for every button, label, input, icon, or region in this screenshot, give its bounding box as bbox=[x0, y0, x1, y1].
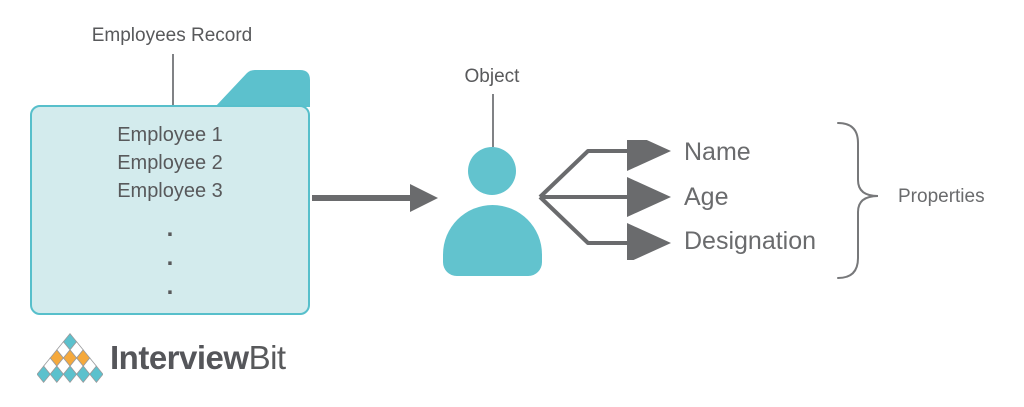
folder-item-list: Employee 1 Employee 2 Employee 3 bbox=[30, 121, 310, 205]
folder-item: Employee 1 bbox=[117, 124, 223, 146]
folder-label: Employees Record bbox=[91, 25, 253, 46]
logo-text-bit: Bit bbox=[248, 339, 287, 376]
object-label-connector-line bbox=[492, 94, 494, 147]
interviewbit-logo-text: InterviewBit bbox=[110, 339, 286, 377]
fanout-arrows-icon bbox=[533, 131, 683, 265]
interviewbit-logo-icon bbox=[36, 332, 104, 388]
property-label-age: Age bbox=[684, 183, 729, 211]
object-label: Object bbox=[464, 66, 520, 87]
folder-label-connector-line bbox=[172, 54, 174, 107]
folder-item: Employee 2 bbox=[117, 152, 223, 174]
folder-item: Employee 3 bbox=[117, 180, 223, 202]
ellipsis-dot: . bbox=[166, 215, 174, 242]
person-icon bbox=[443, 205, 542, 276]
logo-text-interview: Interview bbox=[110, 339, 249, 376]
ellipsis-dot: . bbox=[166, 273, 174, 300]
curly-brace-icon bbox=[830, 116, 892, 291]
ellipsis-dot: . bbox=[166, 244, 174, 271]
properties-group-label: Properties bbox=[898, 186, 985, 207]
employees-record-folder bbox=[30, 105, 310, 315]
property-label-designation: Designation bbox=[684, 227, 817, 255]
folder-tab-icon bbox=[215, 70, 310, 112]
interviewbit-logo: InterviewBit bbox=[36, 332, 286, 388]
right-arrow-icon bbox=[310, 180, 440, 221]
person-icon bbox=[468, 147, 516, 195]
property-label-name: Name bbox=[684, 138, 751, 166]
